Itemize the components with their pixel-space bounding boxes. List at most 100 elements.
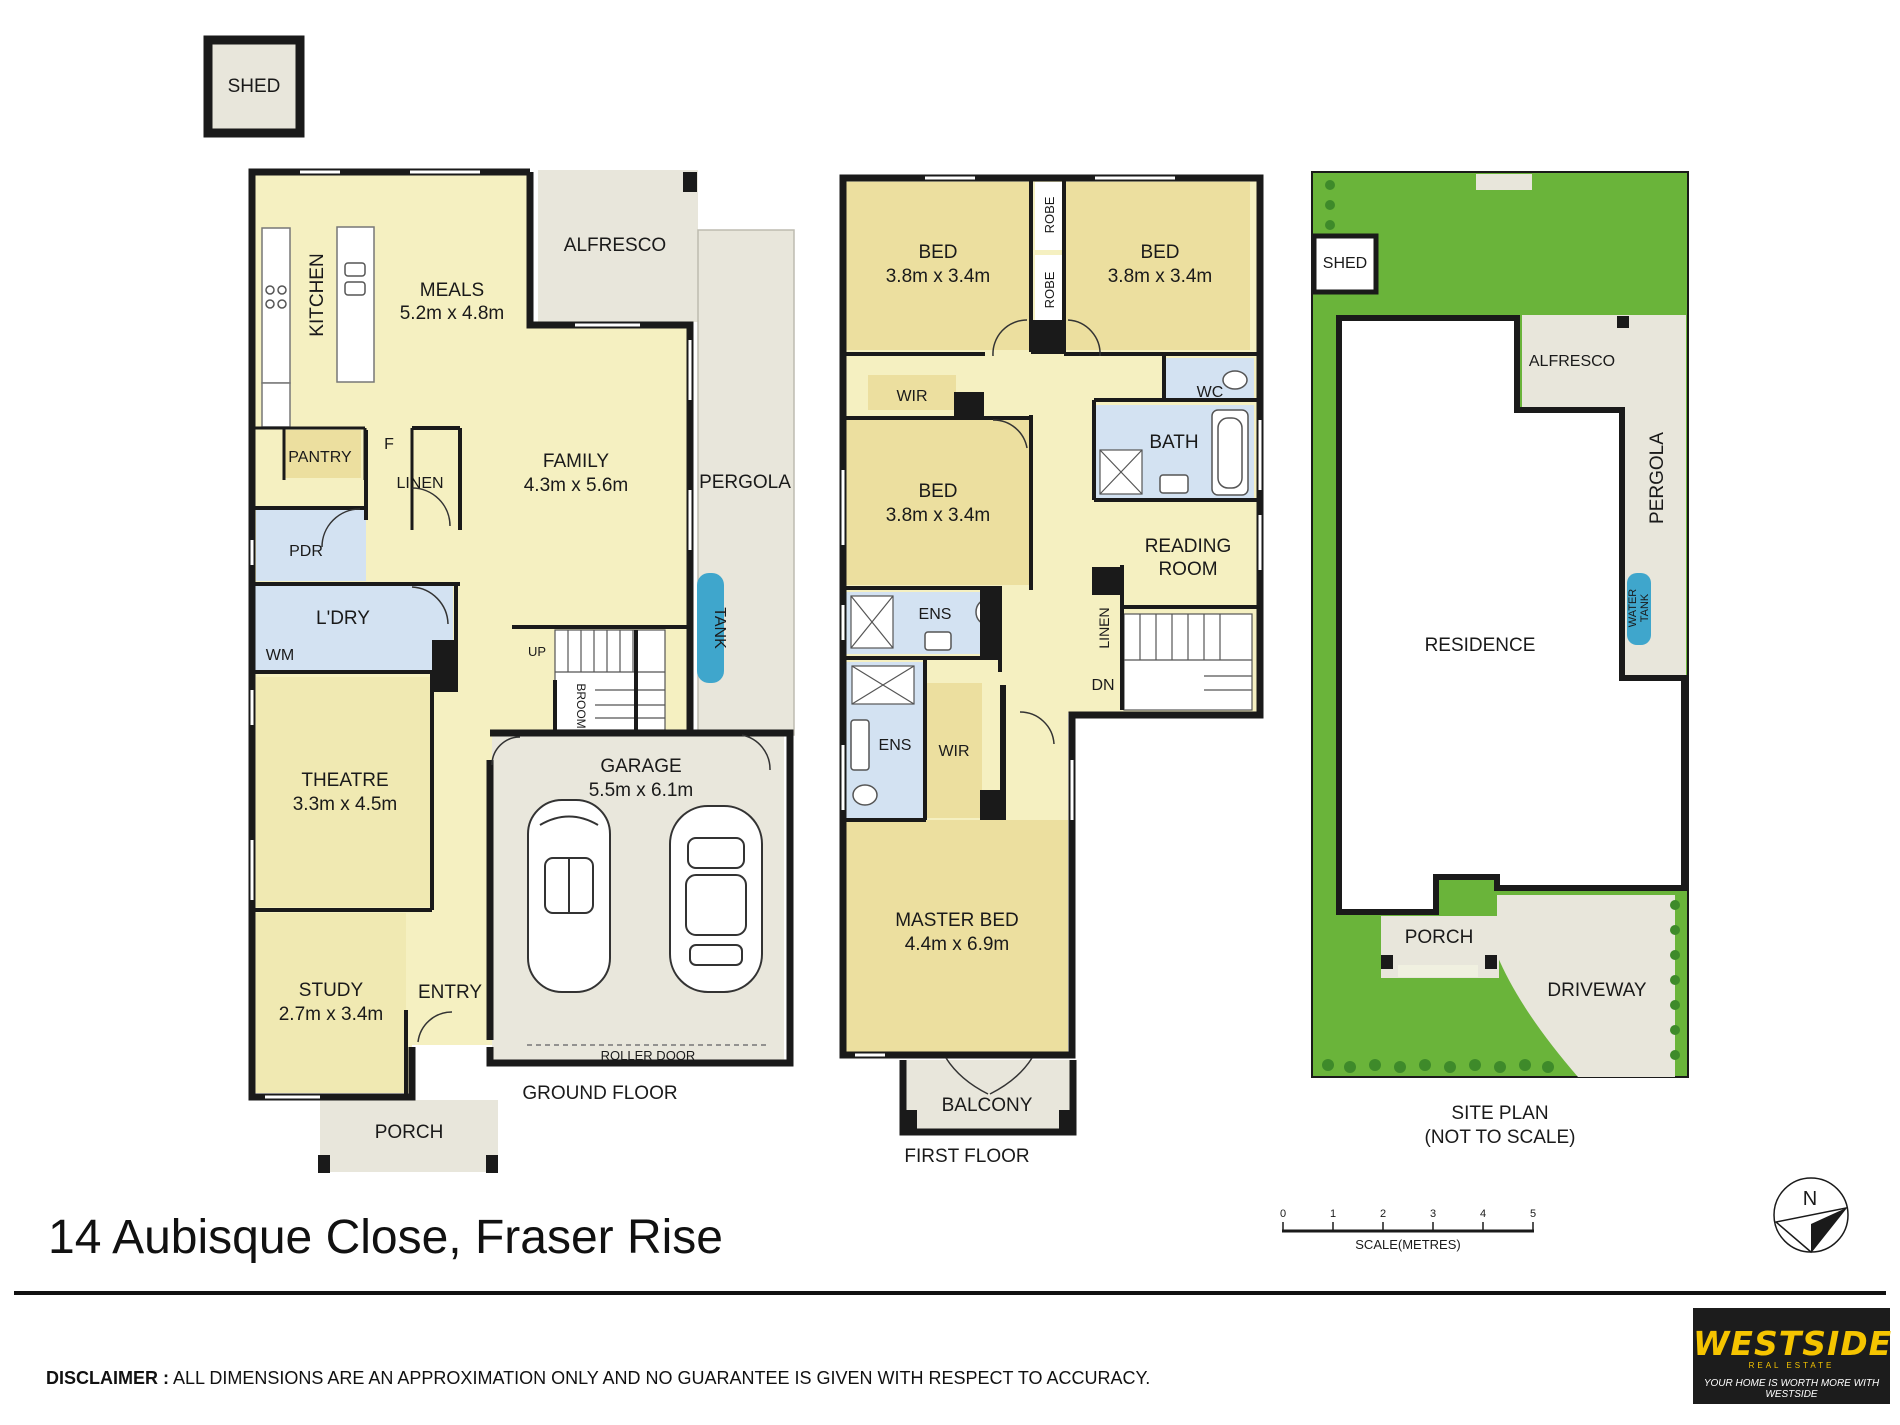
- reading-room-label-1: READING: [1145, 536, 1232, 557]
- robe-2-label: ROBE: [1042, 271, 1057, 308]
- logo-tagline: YOUR HOME IS WORTH MORE WITH WESTSIDE: [1703, 1378, 1880, 1400]
- north-arrow-icon: N: [1773, 1177, 1849, 1254]
- first-stairs: [1123, 613, 1253, 711]
- kitchen-bench-end: [261, 382, 291, 428]
- first-door-swings: [945, 319, 1101, 1095]
- shrub-icons: [1322, 180, 1680, 1073]
- ground-stairs: [554, 629, 666, 731]
- theatre-dims: 3.3m x 4.5m: [293, 794, 398, 815]
- pantry-label: PANTRY: [288, 449, 352, 466]
- ground-floor-caption: GROUND FLOOR: [522, 1083, 677, 1104]
- wir-1: [868, 375, 956, 410]
- bed-2: [1064, 182, 1250, 350]
- water-tank-label-2: TANK: [1639, 593, 1651, 622]
- shower-icon: [850, 449, 1143, 705]
- scale-tick-3: 3: [1430, 1208, 1436, 1220]
- logo-brand: WESTSIDE: [1693, 1324, 1893, 1363]
- coupe-car-icon: [669, 805, 763, 993]
- master-bed-label: MASTER BED: [895, 910, 1019, 931]
- site-plan-caption-2: (NOT TO SCALE): [1425, 1127, 1576, 1148]
- site-alfresco-label: ALFRESCO: [1529, 353, 1615, 370]
- bed-2-label: BED: [1140, 242, 1179, 263]
- north-label: N: [1803, 1188, 1817, 1210]
- site-water-tank: [1627, 573, 1651, 645]
- alfresco: [538, 170, 698, 322]
- bed-3-dims: 3.8m x 3.4m: [886, 505, 991, 526]
- bed-2-dims: 3.8m x 3.4m: [1108, 266, 1213, 287]
- site-plan: SHED ALFRESCO PERGOLA WATER TANK RESID: [1311, 171, 1689, 1148]
- wall-post: [683, 172, 697, 192]
- bed-3-label: BED: [918, 481, 957, 502]
- wir-1-label: WIR: [896, 388, 927, 405]
- balcony-label: BALCONY: [942, 1095, 1033, 1116]
- pdr: [256, 508, 366, 581]
- family-dims: 4.3m x 5.6m: [524, 475, 629, 496]
- wm-label: WM: [266, 647, 294, 664]
- scale-tick-4: 4: [1480, 1208, 1486, 1220]
- wall-column: [980, 790, 1006, 820]
- residence-label: RESIDENCE: [1425, 635, 1536, 656]
- logo-sub: REAL ESTATE: [1748, 1361, 1835, 1370]
- bed-3: [846, 420, 1031, 585]
- laundry: [253, 585, 453, 670]
- tank: [697, 573, 724, 683]
- robe-1-label: ROBE: [1042, 196, 1057, 233]
- front-porch: [320, 1100, 498, 1172]
- bath-label: BATH: [1149, 432, 1198, 453]
- wall-column: [1031, 320, 1064, 354]
- meals-dims: 5.2m x 4.8m: [400, 303, 505, 324]
- driveway: [1497, 895, 1675, 1077]
- wc-label: WC: [1197, 384, 1224, 401]
- robe-2: [1035, 255, 1063, 325]
- tank-label: TANK: [711, 607, 728, 649]
- bed-1-dims: 3.8m x 3.4m: [886, 266, 991, 287]
- disclaimer: DISCLAIMER : ALL DIMENSIONS ARE AN APPRO…: [46, 1368, 1150, 1389]
- theatre: [256, 677, 432, 907]
- linen-label: LINEN: [396, 475, 443, 492]
- bed-1-label: BED: [918, 242, 957, 263]
- scale-tick-0: 0: [1280, 1208, 1286, 1220]
- wir-2: [926, 683, 982, 818]
- balcony-post: [903, 1110, 917, 1132]
- disclaimer-label: DISCLAIMER :: [46, 1368, 169, 1388]
- site-shed-label: SHED: [1323, 255, 1367, 272]
- first-walls: [839, 174, 1264, 1136]
- water-tank-label-1: WATER: [1627, 589, 1639, 628]
- basin-icon: [850, 474, 1189, 771]
- westside-logo: WESTSIDE REAL ESTATE YOUR HOME IS WORTH …: [1693, 1308, 1893, 1404]
- robe-1: [1035, 182, 1063, 250]
- scale-tick-1: 1: [1330, 1208, 1336, 1220]
- porch-post: [318, 1155, 330, 1173]
- wir-2-label: WIR: [938, 743, 969, 760]
- scale-label: SCALE(METRES): [1355, 1237, 1460, 1252]
- site-alfresco: [1522, 315, 1622, 410]
- ens-1-label: ENS: [919, 606, 952, 623]
- shed-label: SHED: [228, 76, 281, 97]
- first-floor-caption: FIRST FLOOR: [904, 1146, 1029, 1167]
- cooktop-icon: [265, 285, 287, 309]
- floor-plan-drawing: SHED: [203, 35, 1849, 1254]
- convertible-car-icon: [527, 799, 611, 993]
- door-swings: [321, 487, 771, 1043]
- ground-floor-interior: [252, 175, 690, 1093]
- wall-column: [954, 392, 984, 420]
- sink-icon: [344, 262, 366, 296]
- ens-2-label: ENS: [879, 737, 912, 754]
- balcony-post: [1059, 1110, 1073, 1132]
- kitchen-island: [336, 226, 375, 383]
- scale-tick-2: 2: [1380, 1208, 1386, 1220]
- bathtub-icon: [1211, 409, 1249, 496]
- first-windows: [841, 176, 1262, 1057]
- porch-post: [486, 1155, 498, 1173]
- garage-dims: 5.5m x 6.1m: [589, 780, 694, 801]
- fridge-label: F: [384, 436, 394, 453]
- site-porch-post: [1485, 955, 1497, 969]
- site-shed: [1311, 233, 1379, 295]
- balcony: [903, 1060, 1073, 1132]
- reading-room-label-2: ROOM: [1158, 559, 1217, 580]
- lawn-path: [1476, 174, 1532, 190]
- residence: [1336, 315, 1687, 915]
- theatre-label: THEATRE: [301, 770, 388, 791]
- reading-room: [1125, 500, 1252, 607]
- garage-label: GARAGE: [600, 756, 681, 777]
